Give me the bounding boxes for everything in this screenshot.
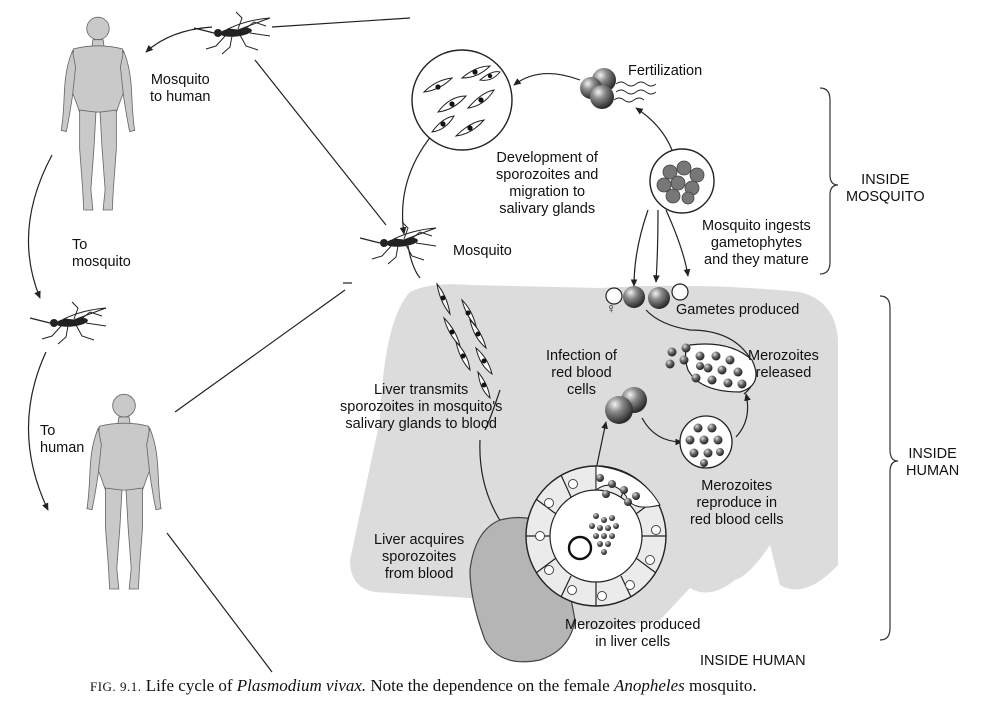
label-inside-human-right: INSIDE HUMAN	[906, 446, 960, 479]
caption-fig-number: FIG. 9.1.	[90, 679, 142, 694]
mosquito-left-icon	[29, 301, 107, 345]
caption-text-1: Life cycle of	[141, 676, 237, 695]
label-merozoites-released: Merozoites released	[748, 348, 819, 381]
inside-mosquito-bracket	[819, 87, 839, 275]
red-blood-cell-pair	[605, 387, 647, 424]
mosquito-top-icon	[193, 11, 271, 55]
label-inside-mosquito: INSIDE MOSQUITO	[846, 172, 925, 205]
sporozoites-in-blood	[436, 282, 493, 400]
figure-caption: FIG. 9.1. Life cycle of Plasmodium vivax…	[90, 676, 757, 696]
caption-text-2: Note the dependence on the female	[366, 676, 614, 695]
merozoites-in-rbc	[679, 415, 733, 469]
label-development-sporozoites: Development of sporozoites and migration…	[496, 150, 599, 217]
label-to-mosquito: To mosquito	[72, 237, 131, 270]
caption-species: Plasmodium vivax.	[236, 676, 367, 695]
label-to-human: To human	[40, 423, 85, 456]
label-inside-human-bottom: INSIDE HUMAN	[700, 653, 806, 669]
liver-cell-diagram	[525, 465, 667, 607]
label-merozoites-reproduce: Merozoites reproduce in red blood cells	[690, 478, 784, 528]
label-mosquito-ingests: Mosquito ingests gametophytes and they m…	[702, 218, 811, 268]
caption-text-3: mosquito.	[684, 676, 757, 695]
label-fertilization: Fertilization	[628, 63, 703, 79]
label-liver-acquires: Liver acquires sporozoites from blood	[374, 532, 465, 582]
gametophyte-circle	[649, 148, 715, 214]
mosquito-center-icon	[359, 221, 437, 265]
label-gametes-produced: Gametes produced	[676, 302, 800, 318]
cycle-arrows	[27, 26, 755, 529]
female-symbol: ♀	[606, 300, 617, 316]
label-infection-rbc: Infection of red blood cells	[546, 348, 617, 398]
label-merozoites-liver: Merozoites produced in liver cells	[565, 617, 701, 650]
label-mosquito-to-human: Mosquito to human	[150, 72, 211, 105]
inside-human-bracket	[879, 295, 899, 641]
gametes	[605, 283, 689, 309]
connector-lines	[166, 17, 411, 673]
label-mosquito: Mosquito	[453, 243, 512, 259]
human-top-figure	[60, 16, 136, 211]
label-liver-transmits: Liver transmits sporozoites in mosquito'…	[340, 382, 503, 432]
human-bottom-figure	[86, 393, 162, 590]
released-merozoites-cluster	[665, 343, 757, 393]
sporozoite-circle	[411, 49, 513, 151]
caption-genus: Anopheles	[613, 676, 685, 695]
fertilization-cluster	[580, 68, 657, 109]
